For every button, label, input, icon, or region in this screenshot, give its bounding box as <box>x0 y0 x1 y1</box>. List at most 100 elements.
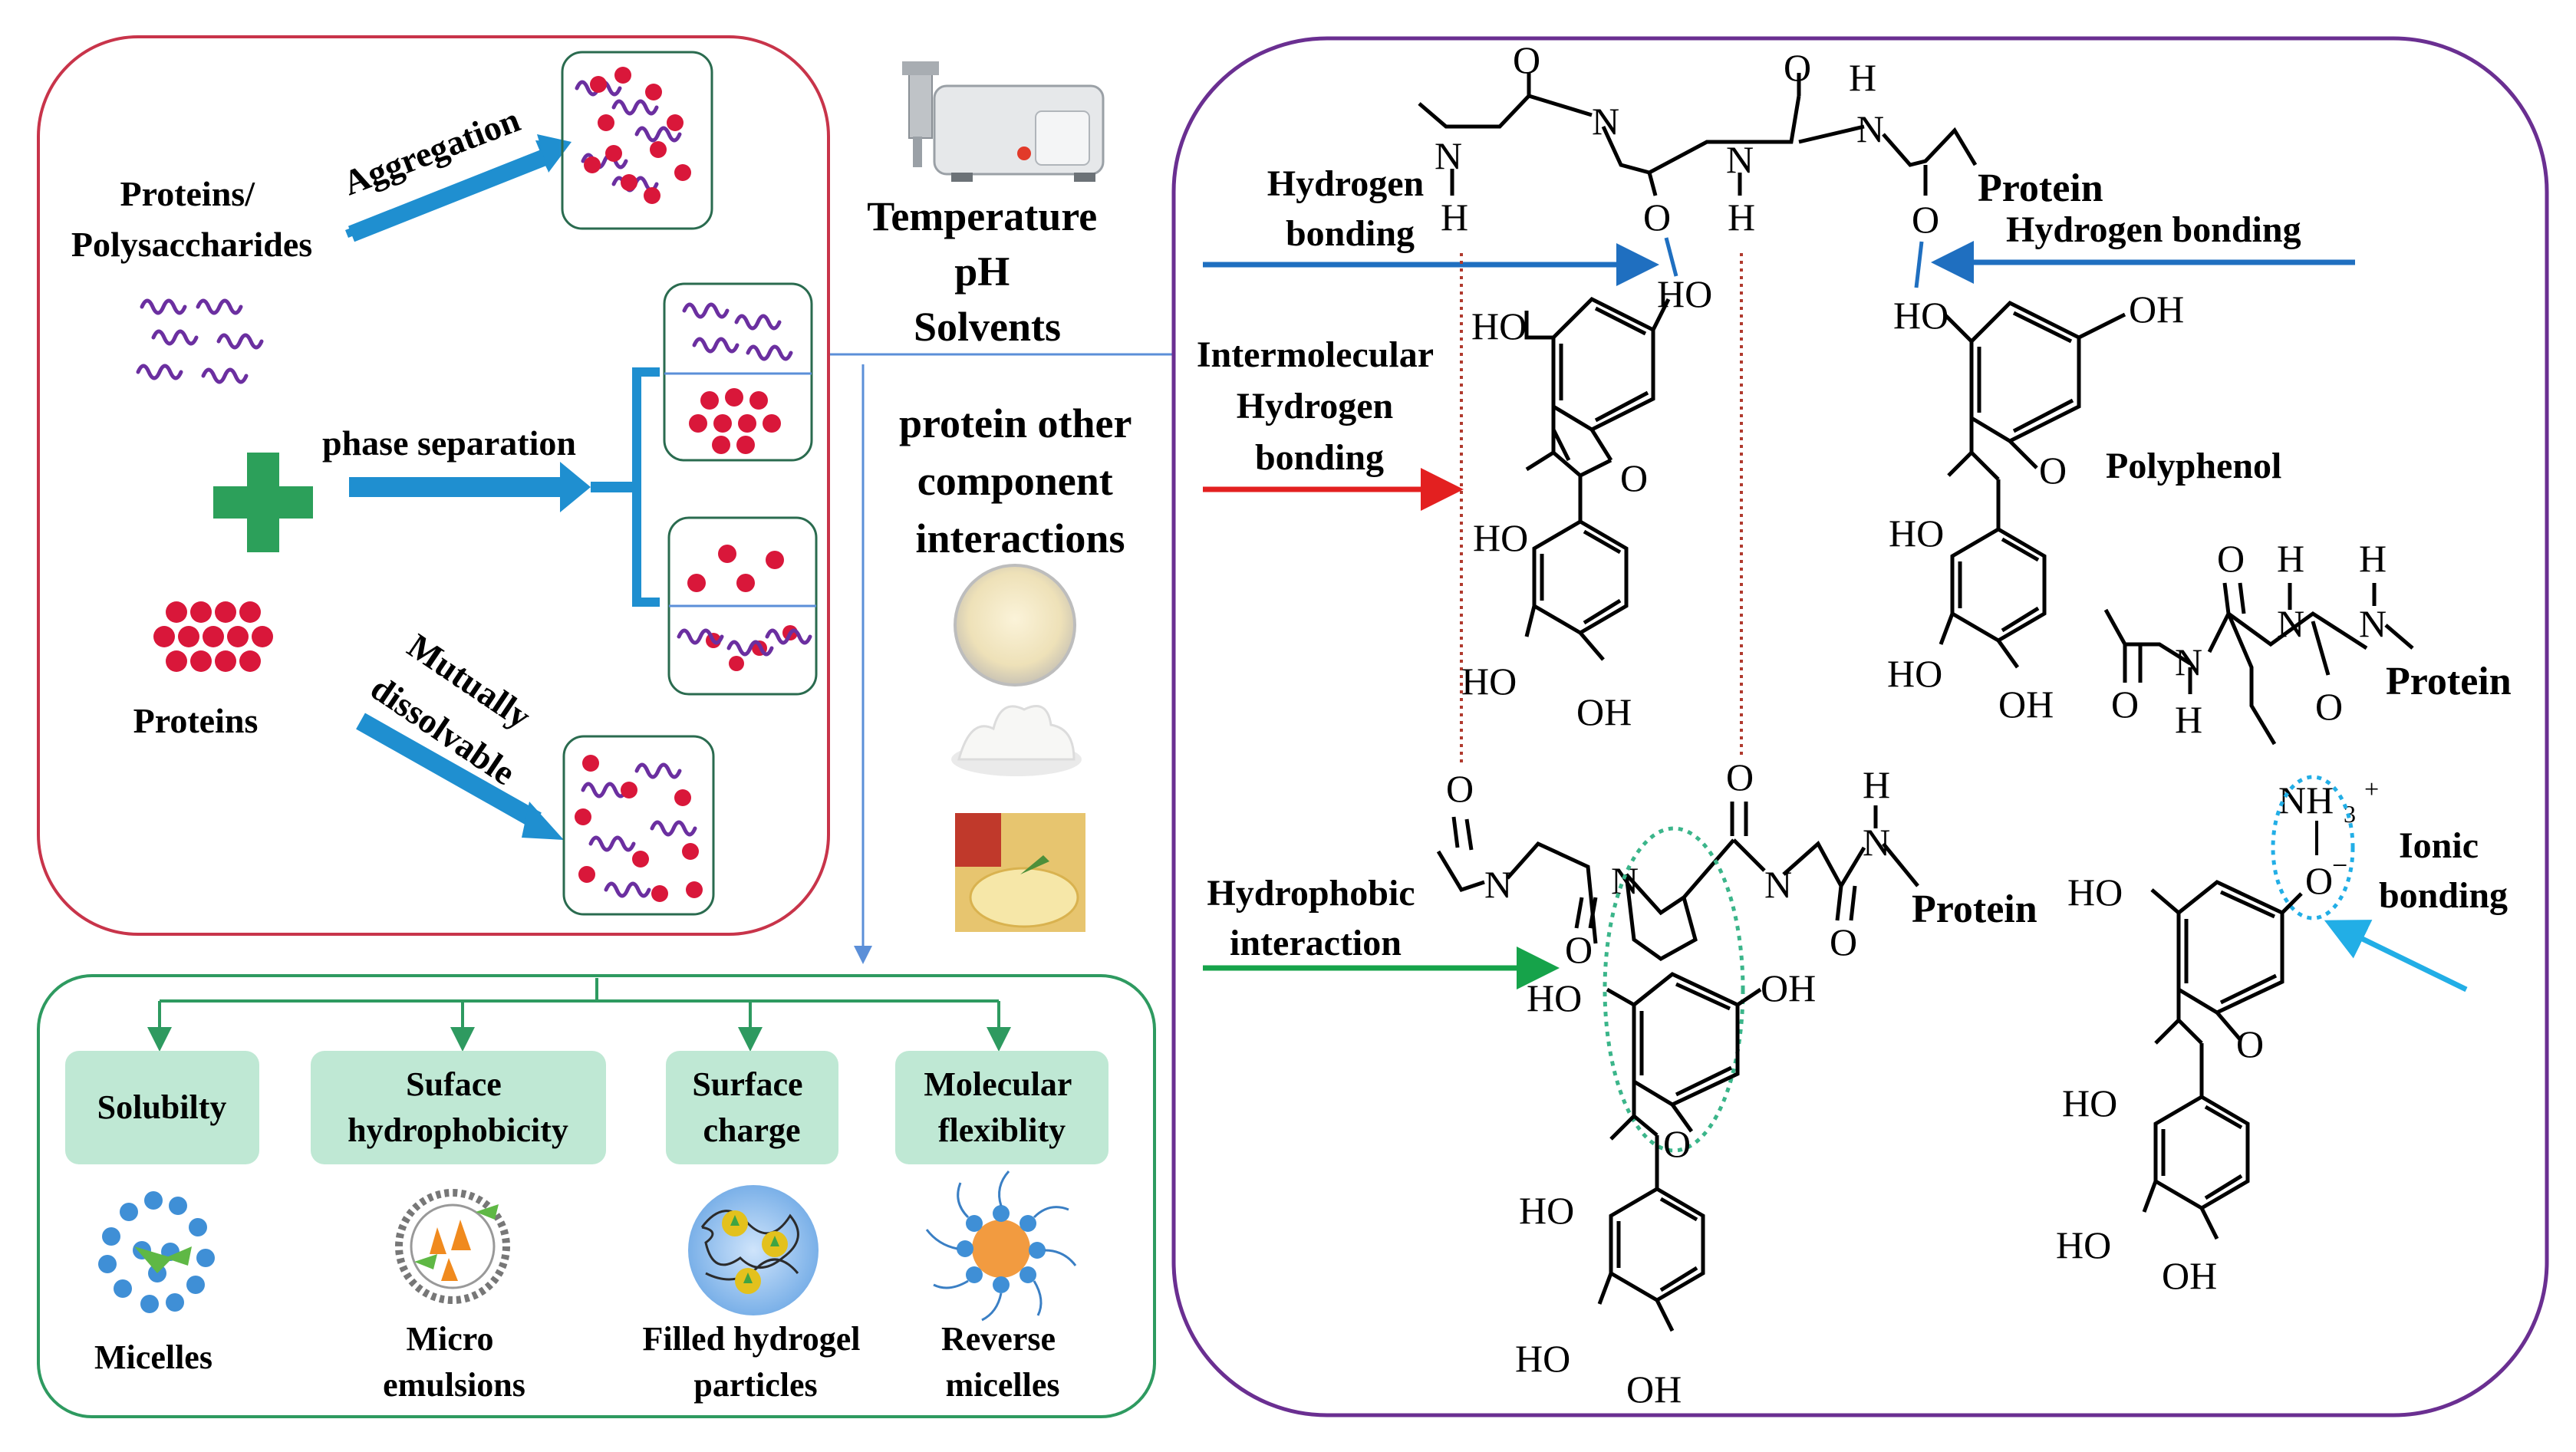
cream-image <box>951 705 1082 776</box>
svg-text:−: − <box>2332 850 2347 881</box>
interactions-label: protein other component interactions <box>899 400 1141 561</box>
aggregation-label: Aggregation <box>338 100 525 202</box>
right-panel-border <box>1171 36 2549 1417</box>
ionic-bonding-label: Ionic bonding <box>2379 825 2508 916</box>
phase-box-top <box>663 282 813 462</box>
property-box-surface-charge: Surface charge <box>666 1051 838 1164</box>
bottom-chain-atoms: O N O N O N O H N <box>1446 756 1890 971</box>
svg-text:N: N <box>2277 602 2304 645</box>
top-peptide-chain <box>1418 73 1978 196</box>
property-box-molecular-flexibility: Molecular flexiblity <box>895 1051 1108 1164</box>
bottom-tree-connectors <box>147 978 1011 1052</box>
proteins-label: Proteins <box>133 701 259 740</box>
bottom-panel-border <box>37 974 1156 1418</box>
hbond-link-1 <box>1664 237 1678 277</box>
svg-text:H: H <box>1728 196 1755 239</box>
phase-box-bottom <box>667 516 818 696</box>
polyphenol-2-atoms: HO OH O HO HO OH <box>1887 288 2184 726</box>
svg-text:O: O <box>1446 767 1474 810</box>
svg-text:HO: HO <box>1887 652 1942 695</box>
svg-text:HO: HO <box>1519 1189 1574 1232</box>
polyphenol-4-atoms: HO OH O HO HO OH <box>1515 966 1816 1411</box>
svg-text:O: O <box>1643 196 1671 239</box>
property-box-surface-hydrophobicity: Suface hydrophobicity <box>311 1051 606 1164</box>
svg-text:OH: OH <box>1998 683 2054 726</box>
svg-text:H: H <box>1849 56 1876 99</box>
svg-text:O: O <box>1513 38 1540 81</box>
mutually-dissolvable-arrow <box>356 713 564 840</box>
svg-text:OH: OH <box>2162 1254 2217 1297</box>
top-chain-atoms: O O N N N N H H O H O <box>1435 38 1939 241</box>
svg-text:N: N <box>2359 602 2387 645</box>
hydrophobic-interaction-label: Hydrophobic interaction <box>1207 873 1424 963</box>
svg-text:HO: HO <box>2067 871 2123 914</box>
intermolecular-hbond-label: Intermolecular Hydrogen bonding <box>1197 334 1442 478</box>
micelle-icon <box>98 1191 215 1313</box>
polyphenol-molecule-2 <box>1939 300 2126 669</box>
svg-text:O: O <box>2315 685 2343 728</box>
svg-text:N: N <box>1764 863 1792 906</box>
svg-text:Molecular flexiblity: Molecular flexiblity <box>924 1065 1079 1149</box>
polyphenol-molecule-3 <box>2142 880 2303 1240</box>
protein-label-bottom: Protein <box>1912 887 2037 931</box>
mixed-box <box>562 735 715 916</box>
structure-label-micelles: Micelles <box>94 1338 212 1376</box>
aggregate-dots-icon <box>584 67 691 204</box>
svg-text:Suface hydrophobicity: Suface hydrophobicity <box>348 1065 568 1149</box>
proteins-polysaccharides-label: Proteins/ Polysaccharides <box>71 174 312 264</box>
hbond-link-2 <box>1914 241 1924 288</box>
structure-label-filled-hydrogel: Filled hydrogel particles <box>643 1320 869 1404</box>
svg-text:O: O <box>1620 456 1648 499</box>
svg-text:O: O <box>1784 46 1811 89</box>
svg-text:H: H <box>1863 763 1890 806</box>
svg-text:N: N <box>1592 100 1619 143</box>
microemulsion-icon <box>395 1189 510 1304</box>
svg-text:OH: OH <box>1761 966 1816 1009</box>
svg-text:N: N <box>1726 138 1754 181</box>
polyphenol-label: Polyphenol <box>2106 446 2281 486</box>
svg-text:O: O <box>2111 683 2139 726</box>
ionic-arrow <box>2324 920 2468 993</box>
svg-text:OH: OH <box>1626 1368 1682 1411</box>
polyphenol-1-atoms: HO HO O HO HO OH <box>1461 272 1712 733</box>
hydrogen-bonding-label-right: Hydrogen bonding <box>2006 209 2301 250</box>
aggregation-box <box>561 51 713 230</box>
emulsion-bowl-image <box>954 564 1076 686</box>
svg-text:O: O <box>1830 920 1857 963</box>
svg-text:H: H <box>2277 537 2304 580</box>
svg-text:O: O <box>2236 1022 2264 1065</box>
left-panel-border <box>37 35 830 936</box>
svg-text:O: O <box>2217 537 2245 580</box>
svg-text:HO: HO <box>1893 294 1948 337</box>
svg-text:N: N <box>1611 859 1639 902</box>
lysine-peptide-chain <box>2103 582 2414 746</box>
svg-text:N: N <box>1863 821 1890 864</box>
ionic-highlight-ellipse <box>2271 775 2355 920</box>
plus-icon <box>213 453 313 552</box>
filled-hydrogel-icon <box>688 1185 819 1315</box>
svg-text:N: N <box>2175 640 2202 683</box>
svg-text:HO: HO <box>1889 512 1944 555</box>
protein-dots-icon <box>153 601 273 672</box>
reverse-micelle-icon <box>925 1170 1077 1322</box>
phase-separation-label: phase separation <box>322 423 576 463</box>
mayonnaise-image <box>955 813 1085 932</box>
center-column: Temperature pH Solvents protein other co… <box>830 61 1174 964</box>
svg-text:O: O <box>1726 756 1754 798</box>
svg-text:HO: HO <box>1527 976 1582 1019</box>
phase-separation-arrow <box>349 367 660 607</box>
svg-text:N: N <box>1435 134 1462 177</box>
svg-text:HO: HO <box>1473 516 1528 559</box>
svg-text:Surface charge: Surface charge <box>692 1065 811 1149</box>
svg-text:H: H <box>2359 537 2387 580</box>
structure-label-reverse-micelles: Reverse micelles <box>941 1320 1064 1404</box>
svg-text:H: H <box>2175 698 2202 741</box>
svg-text:OH: OH <box>2129 288 2184 331</box>
svg-text:HO: HO <box>2062 1082 2117 1124</box>
svg-text:HO: HO <box>1657 272 1712 315</box>
polysaccharide-chains-icon <box>138 301 262 382</box>
bottom-peptide-chain <box>1436 802 1919 961</box>
svg-text:N: N <box>1484 863 1512 906</box>
svg-text:O: O <box>1663 1122 1691 1165</box>
